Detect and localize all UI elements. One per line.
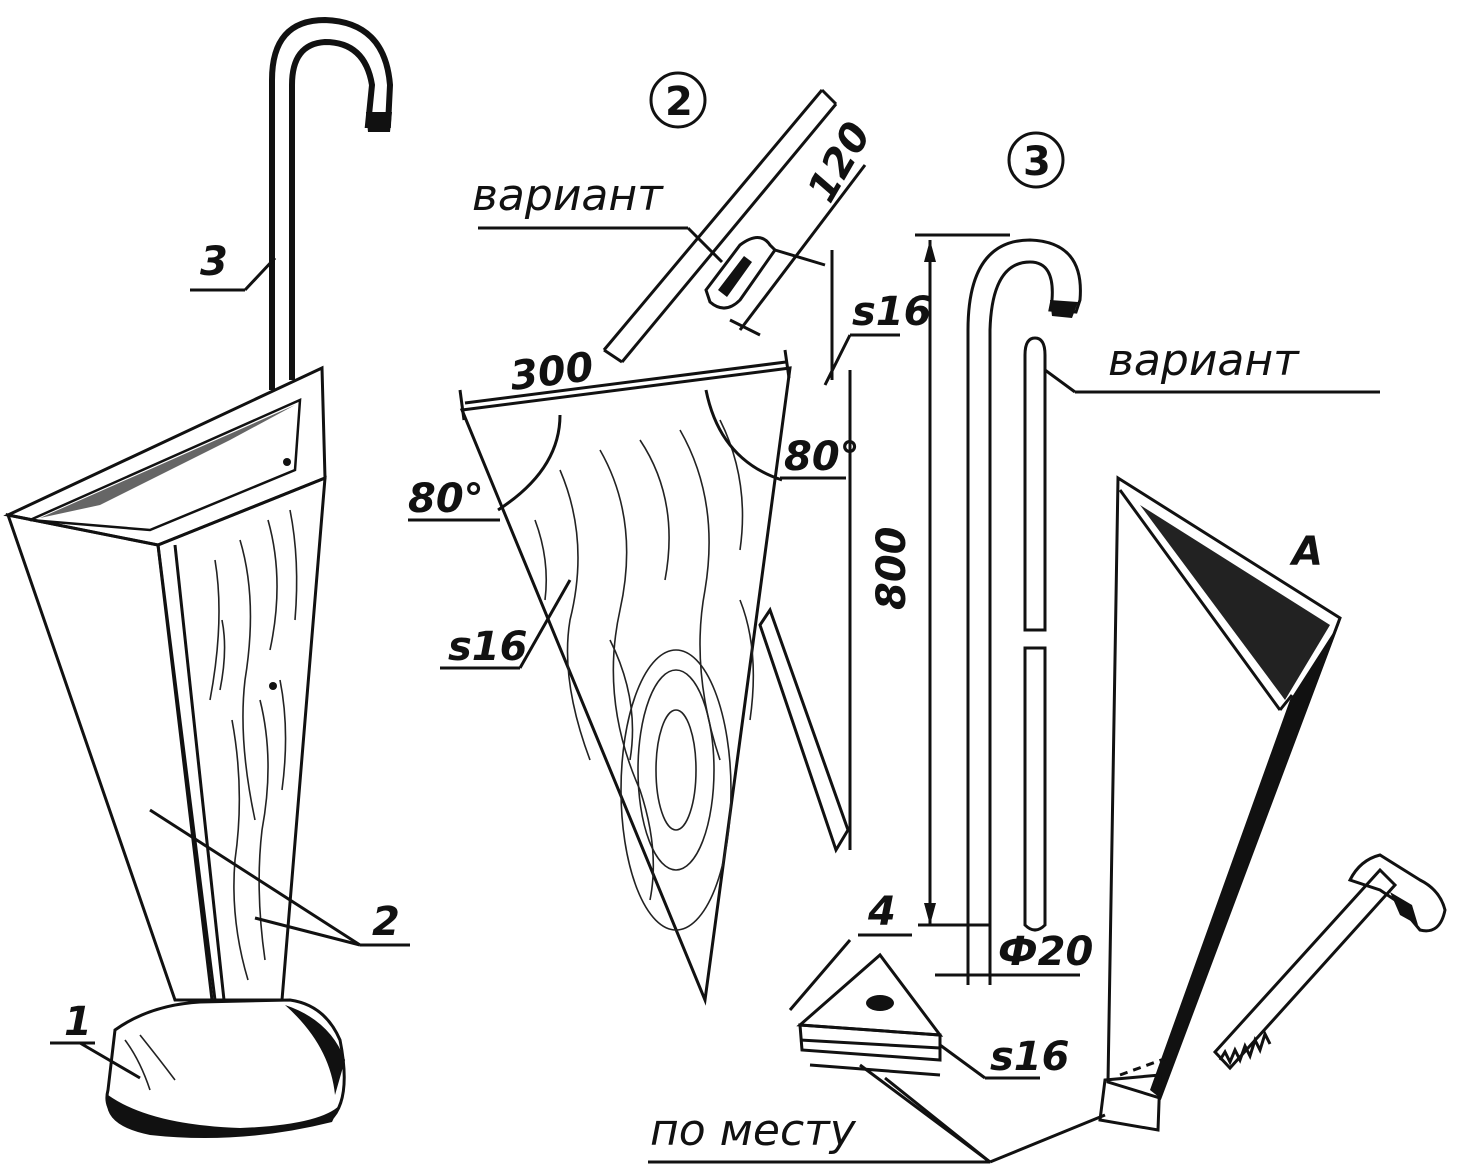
dim-800: 800 xyxy=(869,527,915,611)
rod-variant-upper xyxy=(1023,336,1047,632)
dim-s16-panel: s16 xyxy=(448,624,527,670)
label-variant-right: вариант xyxy=(1108,335,1300,386)
base-piece-top xyxy=(796,952,944,1037)
panel-side-edge xyxy=(758,606,850,854)
handle-tip xyxy=(366,112,392,132)
label-in-place: по месту xyxy=(650,1105,857,1156)
base-piece-hole xyxy=(866,995,894,1011)
dim-120: 120 xyxy=(799,115,881,210)
dim-angle-left: 80° xyxy=(408,476,484,522)
rod-variant-lower xyxy=(1023,646,1047,932)
umbrella-handle xyxy=(269,16,394,390)
label-part-2: 2 xyxy=(372,899,400,945)
triangle-panel xyxy=(459,366,792,1006)
view-a-foot xyxy=(1098,1073,1162,1132)
dim-300: 300 xyxy=(508,344,596,400)
dim-angle-right: 80° xyxy=(784,434,860,480)
view-3-marker xyxy=(1007,131,1065,189)
part-4-base: 4 s16 xyxy=(788,889,1069,1080)
assembled-stand: 3 2 1 xyxy=(3,16,410,1139)
view-a-side: А xyxy=(1098,475,1447,1132)
slat-variant xyxy=(602,88,838,364)
view-a-inner xyxy=(1140,505,1330,700)
view-2-number: 2 xyxy=(665,79,693,125)
label-variant-top: вариант xyxy=(472,170,664,221)
base-shade xyxy=(106,1095,341,1139)
saw-icon xyxy=(1212,853,1447,1071)
view-2-panel: 2 120 вариант xyxy=(408,71,931,1006)
view-3-number: 3 xyxy=(1023,139,1051,185)
panel-wood-grain xyxy=(534,419,755,931)
label-part-1: 1 xyxy=(64,999,92,1045)
in-place-callout: по месту xyxy=(648,1063,1106,1164)
dim-s16-top: s16 xyxy=(852,289,931,335)
dim-diameter-20: Ф20 xyxy=(998,929,1093,975)
view-3-rod: 3 вариант 800 Ф20 xyxy=(869,131,1380,985)
label-view-a: А xyxy=(1289,529,1323,575)
view-2-marker xyxy=(649,71,707,129)
dim-s16-base: s16 xyxy=(990,1034,1069,1080)
stand-wood-grain xyxy=(209,509,298,981)
label-part-4: 4 xyxy=(867,889,896,935)
opening-shade xyxy=(40,405,295,518)
rod-with-hook xyxy=(966,238,1082,925)
label-part-3: 3 xyxy=(200,239,228,285)
